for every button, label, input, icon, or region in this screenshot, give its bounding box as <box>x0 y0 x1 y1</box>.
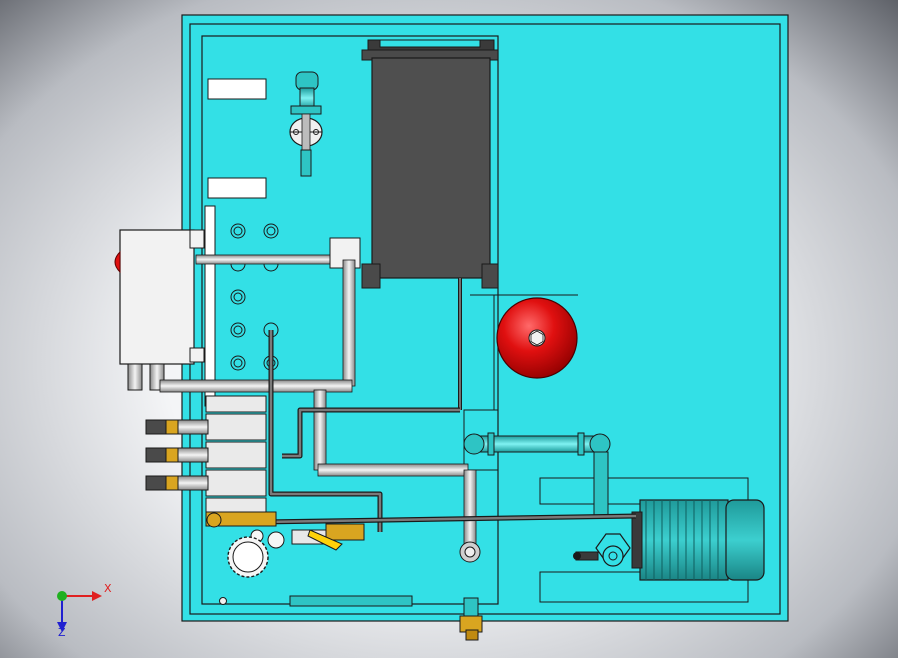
pressure-lines[interactable] <box>159 237 481 563</box>
z-axis-arrowhead <box>57 622 67 632</box>
bottom-cover <box>219 595 413 607</box>
ball-valve[interactable] <box>291 529 343 551</box>
return-filter-cartridge[interactable] <box>361 39 499 410</box>
brass-fittings[interactable] <box>205 511 365 541</box>
breather-filler[interactable] <box>289 71 323 177</box>
electrical-terminal-box[interactable] <box>114 229 205 391</box>
return-lines[interactable] <box>261 330 637 532</box>
electric-motor[interactable] <box>631 499 765 581</box>
suction-pipe[interactable] <box>463 432 611 519</box>
x-axis-label: X <box>104 582 112 595</box>
side-rail <box>204 205 216 407</box>
slot-middle <box>207 177 267 199</box>
pressure-gauge[interactable] <box>227 529 285 578</box>
pump-unit[interactable] <box>573 533 631 567</box>
y-axis-dot <box>57 591 67 601</box>
z-axis-label: Z <box>58 626 66 639</box>
drain-fitting[interactable] <box>459 597 483 641</box>
accumulator-sphere[interactable] <box>496 297 578 379</box>
x-axis-arrowhead <box>92 591 102 601</box>
tank-slots <box>204 78 267 407</box>
valve-manifold-stack[interactable] <box>145 395 267 515</box>
slot-top <box>207 78 267 100</box>
axis-triad <box>57 591 102 632</box>
